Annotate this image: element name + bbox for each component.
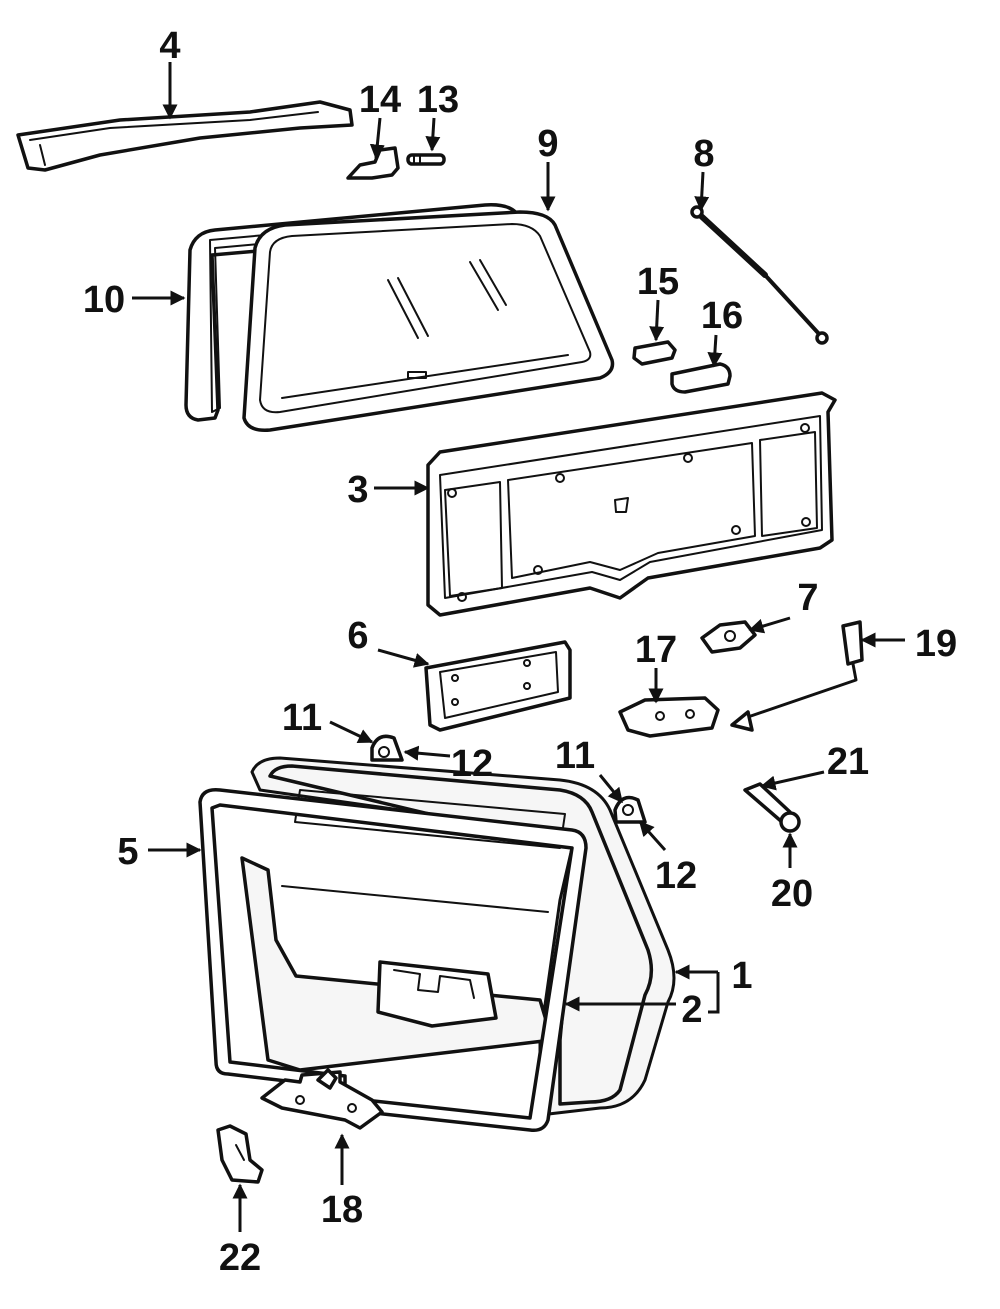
callout-20: 20 (771, 873, 813, 915)
callout-21: 21 (827, 741, 869, 783)
part-6-license-bracket[interactable] (424, 640, 572, 732)
part-11-12-right-clip[interactable] (613, 795, 647, 824)
part-18-lower-hinge[interactable] (260, 1068, 384, 1130)
part-9-rear-glass[interactable] (242, 210, 615, 432)
part-5-liftgate-weatherstrip[interactable] (198, 788, 588, 1133)
part-13-pin[interactable] (406, 153, 446, 166)
callout-16: 16 (701, 295, 743, 337)
part-8-support-strut[interactable] (690, 205, 829, 345)
callout-12-left: 12 (451, 743, 493, 785)
part-4-header-spoiler[interactable] (16, 100, 354, 172)
part-16-lamp[interactable] (670, 362, 732, 394)
part-19-lock-rod[interactable] (730, 620, 864, 732)
callout-8: 8 (693, 133, 714, 175)
part-1-2-liftgate-shell[interactable] (240, 756, 676, 1117)
part-15-clip[interactable] (632, 340, 677, 366)
callout-1: 1 (731, 955, 752, 997)
part-7-striker[interactable] (700, 620, 757, 654)
callout-11-right: 11 (555, 735, 595, 777)
callout-4: 4 (159, 25, 180, 67)
callout-12-right: 12 (655, 855, 697, 897)
callout-22: 22 (219, 1237, 261, 1279)
callout-3: 3 (347, 469, 368, 511)
callout-5: 5 (117, 831, 138, 873)
callout-15: 15 (637, 261, 679, 303)
part-21-20-lock-cylinder[interactable] (743, 782, 801, 833)
callout-18: 18 (321, 1189, 363, 1231)
callout-13: 13 (417, 79, 459, 121)
callout-2: 2 (681, 989, 702, 1031)
callout-10: 10 (83, 279, 125, 321)
part-3-trim-panel[interactable] (426, 391, 837, 617)
callout-7: 7 (797, 577, 818, 619)
callout-17: 17 (635, 629, 677, 671)
part-11-12-left-clip[interactable] (370, 734, 404, 762)
callout-11-left: 11 (282, 697, 322, 739)
callout-numbers: 4 14 13 9 8 10 15 16 3 6 7 19 17 11 12 1… (83, 25, 957, 1279)
leader-lines (132, 62, 905, 1232)
part-17-latch[interactable] (618, 696, 720, 738)
part-22-hinge[interactable] (216, 1124, 264, 1184)
callout-9: 9 (537, 123, 558, 165)
callout-6: 6 (347, 615, 368, 657)
callout-19: 19 (915, 623, 957, 665)
callout-14: 14 (359, 79, 401, 121)
part-14-hinge-cover[interactable] (346, 146, 400, 180)
